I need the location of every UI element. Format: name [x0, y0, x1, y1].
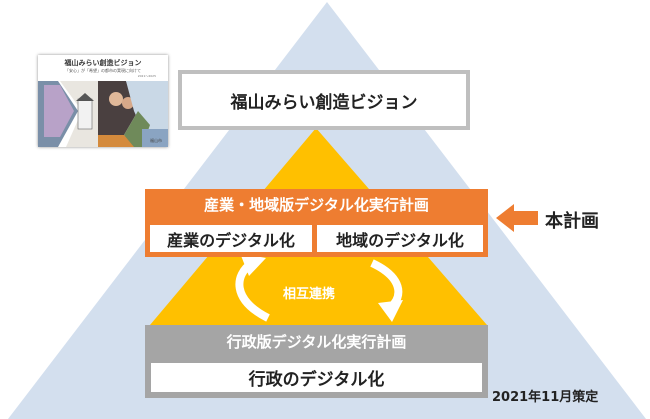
left-arrow-head	[240, 253, 266, 276]
vision-box: 福山みらい創造ビジョン	[178, 70, 470, 130]
industry-plan-title: 産業・地域版デジタル化実行計画	[145, 189, 488, 220]
cover-title: 福山みらい創造ビジョン	[64, 59, 142, 67]
cover-city: 福山市	[150, 138, 162, 143]
this-plan-label: 本計画	[545, 211, 599, 232]
cover-photos	[38, 81, 168, 147]
right-arrow-head	[378, 300, 403, 322]
vision-cover-thumbnail: 福山みらい創造ビジョン 「安心」が「希望」の都市の実現に向けて 2021～202…	[38, 55, 168, 147]
this-plan-arrow-icon	[496, 204, 538, 232]
formulation-date: 2021年11月策定	[492, 390, 599, 405]
vision-label: 福山みらい創造ビジョン	[230, 92, 418, 113]
cover-years: 2021～2025	[137, 74, 156, 78]
admin-plan-items: 行政のデジタル化	[145, 358, 488, 398]
cover-subtitle: 「安心」が「希望」の都市の実現に向けて	[65, 68, 141, 73]
admin-digitalization-card: 行政のデジタル化	[151, 363, 482, 392]
mutual-coordination-label: 相互連携	[283, 287, 336, 302]
admin-plan-title: 行政版デジタル化実行計画	[145, 325, 488, 358]
industry-plan-items: 産業のデジタル化 地域のデジタル化	[145, 220, 488, 257]
industry-digitalization-card: 産業のデジタル化	[150, 225, 312, 252]
regional-digitalization-card: 地域のデジタル化	[317, 225, 483, 252]
